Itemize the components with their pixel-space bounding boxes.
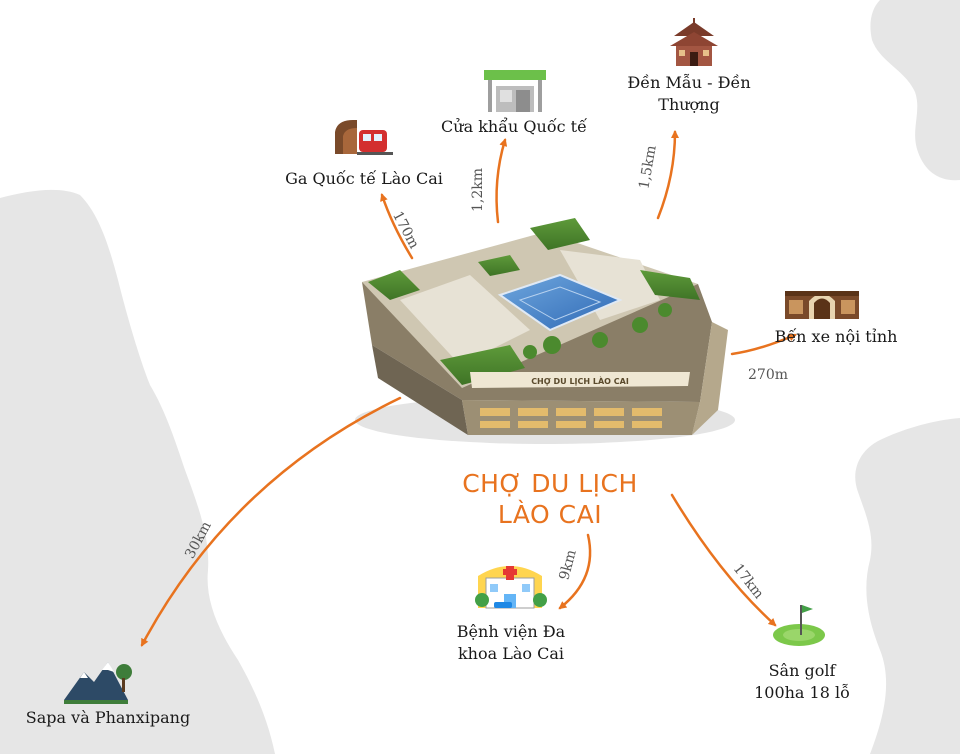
land-left	[0, 189, 275, 754]
main-title-line1: CHỢ DU LỊCH	[462, 469, 638, 498]
train-icon	[335, 120, 393, 155]
distance-ga: 170m	[389, 209, 422, 252]
market-building	[355, 218, 735, 444]
arrow-to-sapa	[140, 396, 402, 647]
distance-benxe: 270m	[748, 367, 788, 383]
building-sign: CHỢ DU LỊCH LÀO CAI	[531, 375, 629, 386]
arrow-to-benxe	[730, 333, 797, 356]
land-bottom-right	[855, 418, 960, 754]
distance-golf: 17km	[730, 561, 767, 602]
main-title: CHỢ DU LỊCH LÀO CAI	[400, 468, 700, 530]
border-gate-icon	[484, 70, 546, 112]
label-den-line2: Thượng	[658, 95, 720, 114]
arrow-to-benhvien	[558, 533, 592, 610]
arrow-to-golf	[670, 493, 777, 627]
distance-cuakhau: 1,2km	[470, 168, 486, 212]
arrow-to-den	[656, 130, 679, 220]
arrow-to-ga	[380, 193, 414, 260]
golf-icon	[773, 605, 825, 646]
temple-icon	[670, 18, 718, 66]
distance-den: 1,5km	[636, 144, 659, 190]
main-title-line2: LÀO CAI	[497, 500, 603, 529]
hospital-icon	[475, 566, 547, 609]
land-top-right	[870, 0, 960, 181]
label-ga: Ga Quốc tế Lào Cai	[285, 169, 443, 188]
label-benhvien: Bệnh viện Đa khoa Lào Cai	[436, 621, 586, 665]
label-den: Đền Mẫu - Đền Thượng	[614, 72, 764, 116]
label-cuakhau: Cửa khẩu Quốc tế	[441, 117, 587, 136]
label-golf-line1: Sân golf	[768, 661, 836, 680]
label-golf: Sân golf 100ha 18 lỗ	[742, 660, 862, 704]
label-sapa: Sapa và Phanxipang	[25, 708, 191, 727]
mountain-icon	[64, 662, 132, 704]
bus-station-icon	[785, 291, 859, 319]
label-den-line1: Đền Mẫu - Đền	[627, 73, 751, 92]
label-benxe: Bến xe nội tỉnh	[774, 327, 898, 346]
label-golf-line2: 100ha 18 lỗ	[754, 683, 850, 702]
arrow-to-cuakhau	[495, 138, 508, 224]
label-benhvien-line1: Bệnh viện Đa	[456, 622, 566, 641]
label-benhvien-line2: khoa Lào Cai	[457, 644, 565, 663]
distance-benhvien: 9km	[556, 548, 579, 582]
